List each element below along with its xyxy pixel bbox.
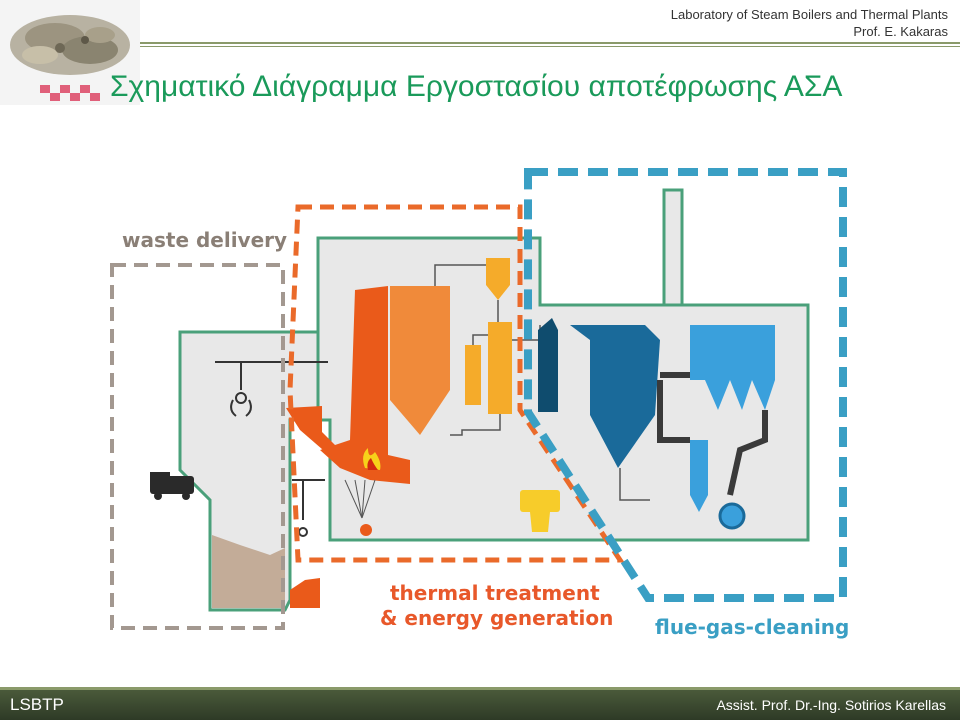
- checkered-strip: [40, 85, 100, 101]
- fan-icon: [718, 502, 746, 530]
- furnace: [320, 286, 410, 484]
- header-divider-thin: [140, 46, 960, 47]
- lab-name: Laboratory of Steam Boilers and Thermal …: [670, 7, 948, 22]
- gas-ducts: [657, 372, 768, 496]
- energy-generation-label: & energy generation: [380, 606, 613, 630]
- header-lab-info: Laboratory of Steam Boilers and Thermal …: [671, 6, 948, 40]
- professor-name: Prof. E. Kakaras: [853, 24, 948, 39]
- scrubber: [690, 440, 708, 512]
- reagent-silo: [520, 490, 560, 512]
- waste-pile-logo: [0, 0, 140, 105]
- spray-absorber: [570, 325, 660, 468]
- incineration-plant-diagram: waste delivery thermal treatment & energ…: [110, 168, 849, 639]
- truck-icon: [150, 472, 194, 500]
- heat-exchanger-2: [488, 322, 512, 414]
- crane-grab-icon: [230, 392, 252, 417]
- ash-pile: [290, 578, 320, 608]
- header-divider: [140, 42, 960, 44]
- flame-icon: [363, 448, 381, 470]
- heat-exchanger-1: [465, 345, 481, 405]
- footer-bar: LSBTP Assist. Prof. Dr.-Ing. Sotirios Ka…: [0, 687, 960, 720]
- boiler: [390, 286, 450, 435]
- footer-lab-abbrev: LSBTP: [10, 695, 64, 714]
- flue-gas-cleaning-label: flue-gas-cleaning: [655, 615, 849, 639]
- waste-pile: [212, 535, 285, 608]
- cyclone: [486, 258, 510, 300]
- thermal-treatment-label: thermal treatment: [390, 581, 600, 605]
- waste-delivery-zone: [110, 263, 285, 630]
- footer-author: Assist. Prof. Dr.-Ing. Sotirios Karellas: [716, 697, 946, 713]
- bag-filter: [690, 325, 775, 410]
- stack: [662, 188, 684, 307]
- feed-hopper: [286, 406, 340, 456]
- waste-delivery-label: waste delivery: [122, 228, 287, 252]
- dark-tower: [538, 318, 558, 412]
- thermal-treatment-zone: [287, 204, 625, 563]
- page-title: Σχηματικό Διάγραμμα Εργοστασίου αποτέφρω…: [110, 70, 843, 103]
